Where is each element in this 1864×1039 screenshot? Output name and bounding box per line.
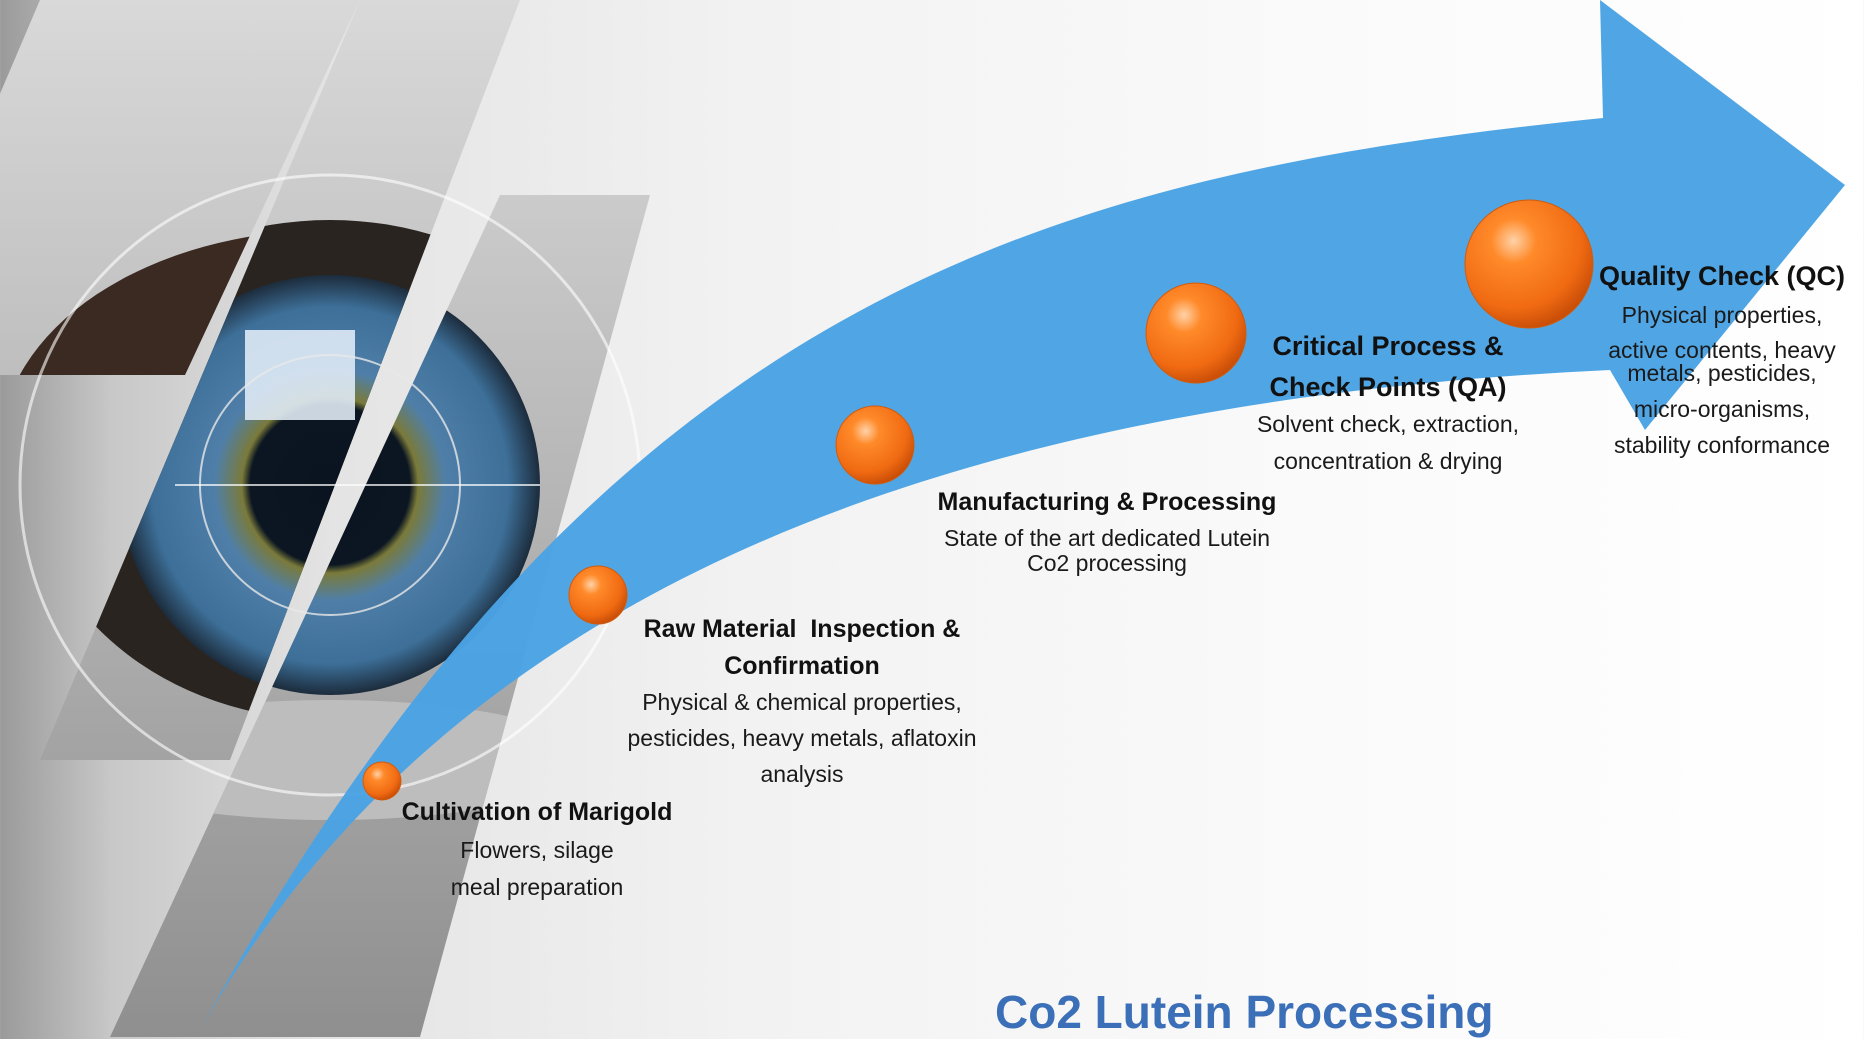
step-desc-line: Solvent check, extraction, <box>1256 411 1520 437</box>
step-desc-line: meal preparation <box>450 874 624 900</box>
step-desc-line: active contents, heavy <box>1608 337 1836 363</box>
step-node <box>568 565 628 625</box>
step-desc-line: analysis <box>760 761 844 787</box>
step-desc-line: Physical properties, <box>1621 302 1823 328</box>
step-title: Cultivation of Marigold <box>401 798 673 826</box>
step-title: Manufacturing & Processing <box>937 488 1277 516</box>
step-cultivation: Cultivation of Marigold Flowers, silage … <box>372 800 702 899</box>
diagram-title: Co2 Lutein Processing <box>995 986 1494 1038</box>
step-desc-line: concentration & drying <box>1273 448 1503 474</box>
step-title: Raw Material Inspection & <box>643 615 961 643</box>
step-desc-line: stability conformance <box>1613 432 1831 458</box>
process-arrow <box>200 0 1845 1030</box>
step-desc-line: Co2 processing <box>1027 550 1187 576</box>
step-title: Check Points (QA) <box>1269 372 1507 402</box>
step-desc-line: Flowers, silage <box>460 837 614 863</box>
step-node <box>1145 282 1247 384</box>
step-critical-process: Critical Process & Check Points (QA) Sol… <box>1228 333 1548 473</box>
step-title: Confirmation <box>724 652 880 680</box>
step-node <box>1464 199 1594 329</box>
step-quality-check: Quality Check (QC) Physical properties, … <box>1582 263 1862 457</box>
step-node <box>362 761 402 801</box>
step-node <box>835 405 915 485</box>
step-desc-line: metals, pesticides, <box>1627 360 1817 386</box>
step-desc-line: micro-organisms, <box>1633 396 1811 422</box>
step-desc-line: State of the art dedicated Lutein <box>943 525 1271 551</box>
step-title: Critical Process & <box>1272 331 1504 361</box>
step-desc-line: Physical & chemical properties, <box>642 689 962 715</box>
step-desc-line: pesticides, heavy metals, aflatoxin <box>627 725 977 751</box>
step-title: Quality Check (QC) <box>1598 261 1846 291</box>
step-manufacturing: Manufacturing & Processing State of the … <box>917 490 1297 575</box>
step-raw-material: Raw Material Inspection & Confirmation P… <box>602 617 1002 786</box>
